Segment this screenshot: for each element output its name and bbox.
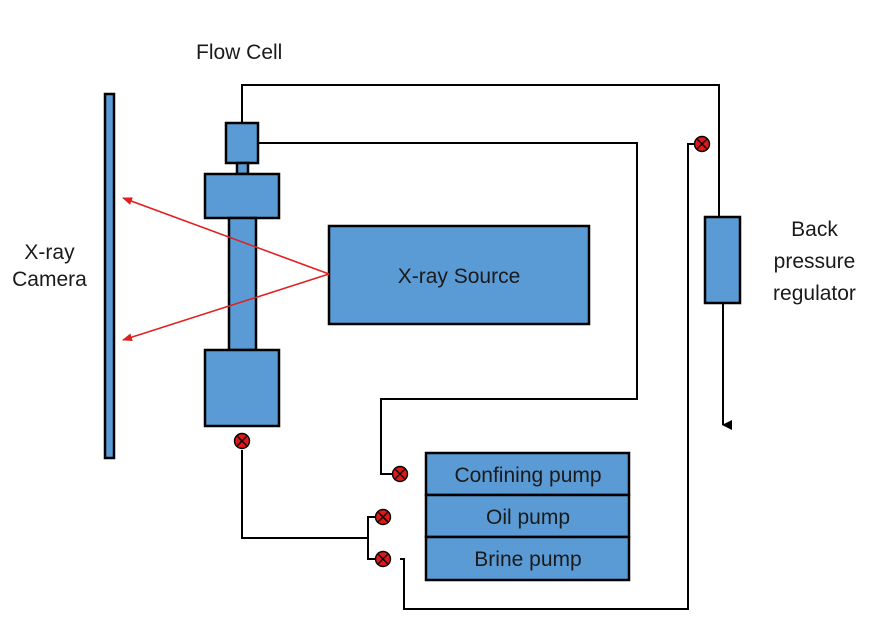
back-pressure-regulator-label: Back pressure regulator — [757, 214, 872, 310]
outlet-line — [241, 84, 720, 217]
xray-camera-label-line: Camera — [12, 268, 87, 292]
bpr-label-line: pressure — [773, 250, 856, 273]
brine-pump — [424, 535, 631, 582]
valve-icon — [233, 432, 251, 450]
brine-return-line — [400, 143, 702, 610]
xray-camera-plate — [103, 92, 116, 460]
flow-cell-label: Flow Cell — [196, 41, 283, 64]
xray-beam-lower — [122, 273, 330, 342]
valve-icon — [374, 550, 392, 568]
oil-pump-label: Oil pump — [486, 506, 570, 529]
bpr-label-line: regulator — [773, 282, 856, 305]
flow-cell-lower-block — [203, 348, 281, 428]
xray-source-box — [327, 224, 591, 326]
pump-stack — [424, 451, 631, 582]
xray-beams — [122, 197, 330, 342]
valve-icon — [693, 135, 711, 153]
brine-pump-label: Brine pump — [474, 548, 581, 571]
tubing — [241, 84, 732, 610]
flow-cell-top-cap — [224, 121, 260, 165]
injection-line — [241, 450, 368, 539]
confining-pump-label: Confining pump — [454, 464, 601, 487]
xray-source-label: X-ray Source — [398, 265, 521, 288]
bpr-label-line: Back — [791, 218, 838, 241]
xray-beam-upper — [122, 197, 330, 275]
flow-cell-neck — [235, 161, 250, 176]
confining-line — [258, 142, 638, 475]
xray-camera-label: X-ray Camera — [2, 239, 97, 294]
valve-icon — [391, 465, 409, 483]
back-pressure-regulator — [703, 215, 742, 305]
valve-icon — [374, 508, 392, 526]
xray-camera-label-line: X-ray — [24, 241, 75, 264]
flow-cell — [203, 121, 281, 428]
valves — [233, 135, 711, 568]
flow-cell-upper-block — [203, 172, 281, 220]
